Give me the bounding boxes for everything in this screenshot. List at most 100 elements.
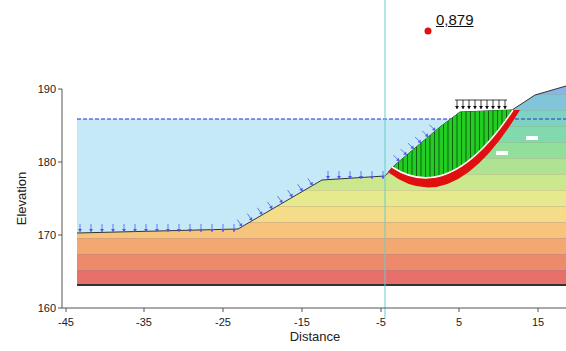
slices — [394, 100, 511, 200]
ground-surface — [77, 86, 566, 233]
arrow-shaft — [257, 208, 262, 215]
water-pressure-arrows — [78, 125, 436, 232]
arrow-head — [221, 229, 225, 232]
arrow-head — [326, 176, 330, 179]
axis-tick-label: 5 — [456, 317, 462, 328]
arrow-shaft — [415, 137, 421, 143]
soil-layer — [77, 174, 566, 190]
arrow-shaft — [394, 155, 400, 161]
arrow-head — [177, 229, 181, 232]
axis-title: Elevation — [16, 171, 29, 224]
slice-line — [511, 100, 512, 200]
soil-layer — [77, 78, 566, 94]
tick — [381, 308, 382, 312]
slice-line — [439, 100, 440, 200]
arrow-shaft — [298, 184, 303, 191]
arrow-head — [279, 199, 282, 203]
water-body — [77, 86, 566, 233]
slice-line — [488, 100, 489, 200]
soil-layer — [77, 270, 566, 286]
soil-layer — [77, 62, 566, 78]
arrow-head — [111, 229, 115, 232]
section-line — [385, 0, 386, 318]
slice-line — [457, 100, 458, 200]
arrow-head — [473, 106, 477, 109]
axis-tick-label: -35 — [136, 317, 152, 328]
tick — [58, 308, 62, 309]
slice-line — [475, 100, 476, 200]
arrow-shaft — [237, 220, 242, 227]
soil-layer — [77, 222, 566, 238]
soil-layer — [77, 158, 566, 174]
arrow-shaft — [267, 202, 272, 209]
arrow-head — [199, 229, 203, 232]
layer-boundary — [77, 94, 566, 95]
tick — [223, 308, 224, 312]
axis-tick-label: -15 — [294, 317, 310, 328]
slip-surface — [392, 110, 513, 178]
arrow-head — [337, 176, 341, 179]
slice-line — [493, 100, 494, 200]
slice-line — [461, 100, 462, 200]
slice-line — [484, 100, 485, 200]
soil-layer — [77, 60, 566, 78]
arrow-head — [491, 106, 495, 109]
arrow-head — [289, 194, 292, 198]
arrow-head — [455, 106, 459, 109]
factor-of-safety: 0,879 — [436, 12, 474, 27]
slice-line — [430, 100, 431, 200]
arrow-shaft — [308, 178, 313, 185]
marker — [526, 136, 538, 140]
tick — [538, 308, 539, 312]
tick — [66, 308, 67, 312]
slice-line — [448, 100, 449, 200]
arrow-head — [166, 229, 170, 232]
arrow-head — [396, 158, 400, 162]
slice-line — [466, 100, 467, 200]
slip-center — [425, 28, 432, 35]
axis-tick-label: 190 — [38, 84, 56, 95]
arrow-shaft — [401, 149, 407, 155]
arrow-head — [78, 229, 82, 232]
arrow-head — [232, 229, 236, 232]
slice-line — [497, 100, 498, 200]
axis-tick-label: 15 — [532, 317, 544, 328]
arrow-shaft — [408, 143, 414, 149]
arrow-head — [210, 229, 214, 232]
arrow-head — [461, 106, 465, 109]
arrow-head — [381, 176, 385, 179]
axis-tick-label: -25 — [215, 317, 231, 328]
arrow-shaft — [430, 125, 436, 131]
slice-line — [434, 100, 435, 200]
soil-layer — [77, 94, 566, 110]
marker — [496, 151, 508, 155]
arrow-head — [100, 229, 104, 232]
slice-line — [479, 100, 480, 200]
x-axis — [62, 308, 566, 309]
arrow-head — [403, 152, 407, 156]
arrow-head — [348, 176, 352, 179]
arrow-head — [259, 211, 262, 215]
soil-layer — [77, 190, 566, 206]
base — [77, 284, 566, 286]
arrow-head — [503, 106, 507, 109]
arrow-head — [309, 182, 312, 186]
tick — [302, 308, 303, 312]
arrow-head — [269, 205, 272, 209]
slice-line — [412, 100, 413, 200]
arrow-head — [239, 223, 242, 227]
slice-line — [403, 100, 404, 200]
slice-line — [394, 100, 395, 200]
arrow-head — [497, 106, 501, 109]
arrow-head — [144, 229, 148, 232]
arrow-head — [359, 176, 363, 179]
tick — [144, 308, 145, 312]
slice-line — [452, 100, 453, 200]
arrow-head — [485, 106, 489, 109]
soil-layer — [77, 206, 566, 222]
tick — [58, 89, 62, 90]
soil-layer — [77, 254, 566, 270]
tick — [58, 235, 62, 236]
ticks — [58, 89, 538, 312]
